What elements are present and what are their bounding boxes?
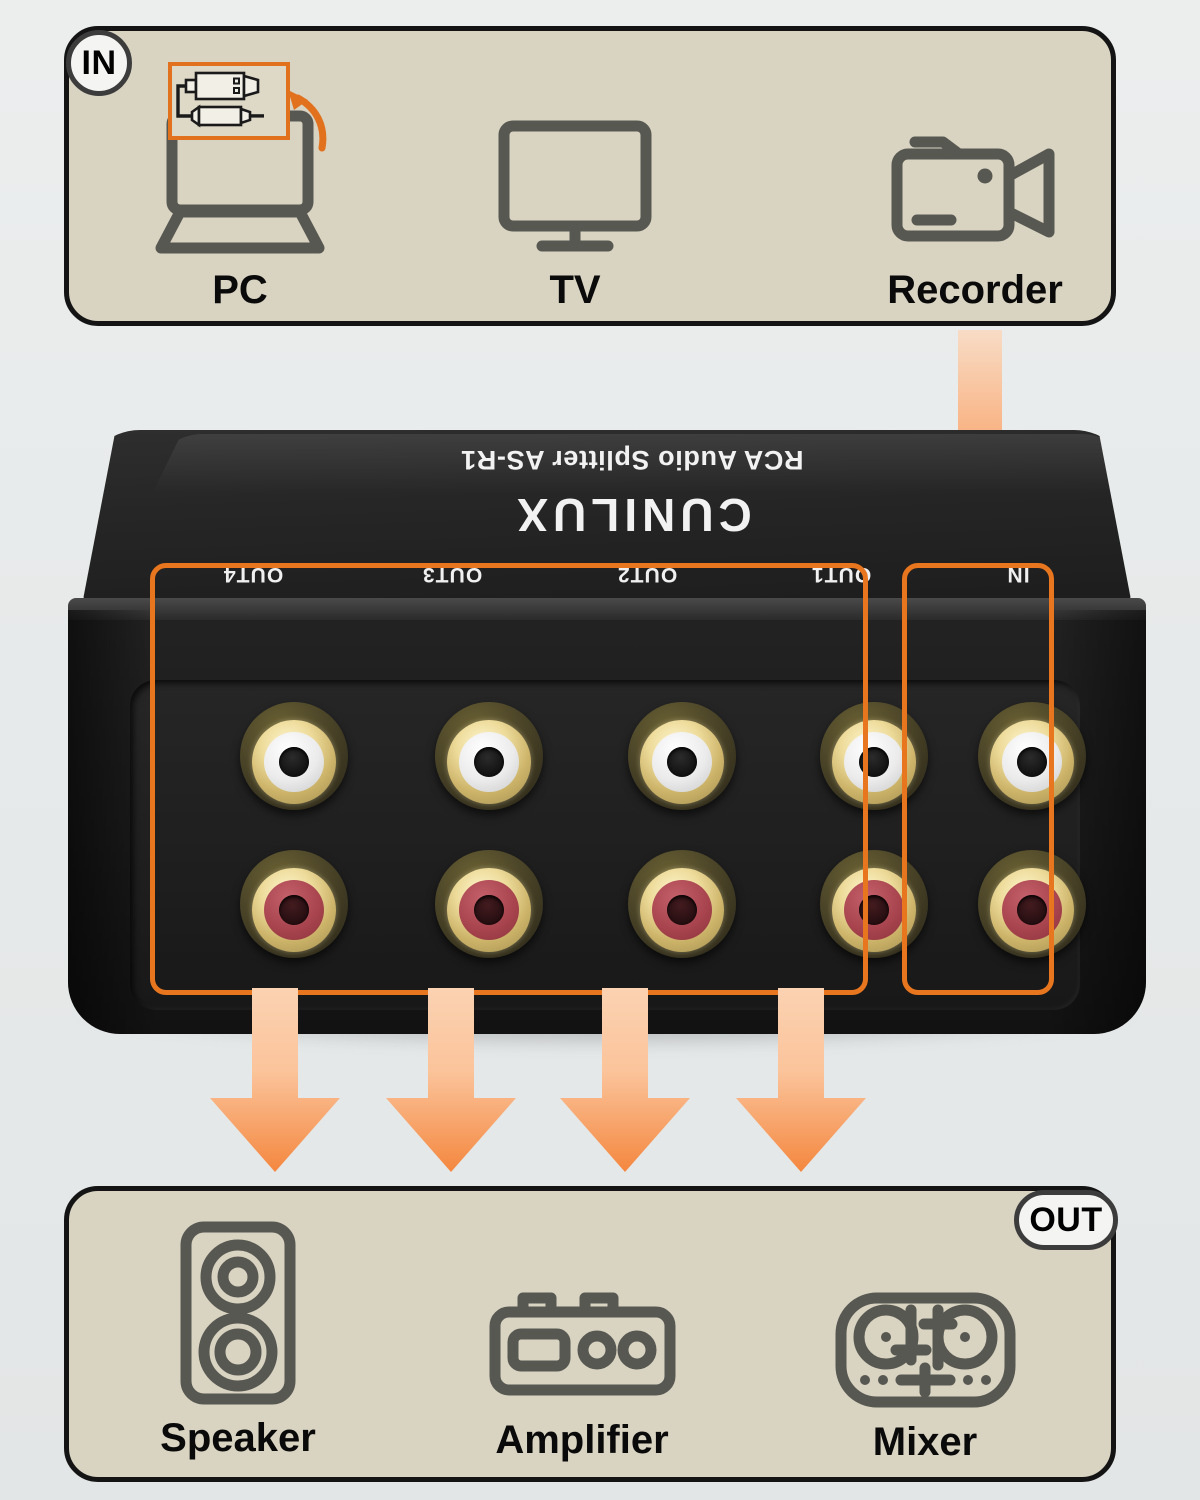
jack-gold-ring [832,868,916,952]
port-label-in: IN [1006,563,1030,586]
amplifier-icon [489,1292,675,1396]
jack-insulator [459,732,519,792]
output-flow-arrow-4 [210,988,340,1172]
source-device-recorder: Recorder [845,110,1105,310]
jack-insulator [652,880,712,940]
device-front-edge [68,598,1146,620]
jack-gold-ring [447,720,531,804]
in-badge: IN [66,30,132,96]
device-label: Mixer [872,1420,978,1464]
device-top-sheen [152,434,1132,494]
jack-insulator [844,880,904,940]
curved-arrow-icon [288,90,327,152]
television-icon [498,120,652,252]
jack-gold-ring [990,720,1074,804]
jack-plate [130,680,1086,1010]
jack-insulator [652,732,712,792]
jack-out1-red[interactable] [820,850,928,958]
jack-hole [859,895,889,925]
device-label: PC [212,268,268,312]
output-flow-arrow-1 [736,988,866,1172]
jack-out4-white[interactable] [240,702,348,810]
device-label: Recorder [887,268,1063,312]
jack-hole [667,747,697,777]
jack-in-red[interactable] [978,850,1086,958]
jack-out3-white[interactable] [435,702,543,810]
jack-hole [667,895,697,925]
jack-gold-ring [447,868,531,952]
usb-rca-adapter-icon [176,71,264,128]
output-device-speaker: Speaker [118,1218,358,1458]
jack-insulator [844,732,904,792]
jack-hole [279,895,309,925]
jack-hole [1017,895,1047,925]
mixer-icon [835,1292,1015,1408]
jack-insulator [1002,732,1062,792]
device-label: TV [549,268,601,312]
output-flow-arrow-3 [386,988,516,1172]
jack-out3-red[interactable] [435,850,543,958]
usb-to-rca-adapter-callout [168,62,290,140]
jack-out2-red[interactable] [628,850,736,958]
jack-gold-ring [640,720,724,804]
device-label: Speaker [160,1416,316,1460]
video-camera-icon [891,136,1055,242]
jack-gold-ring [252,868,336,952]
jack-out2-white[interactable] [628,702,736,810]
jack-hole [474,747,504,777]
jack-insulator [264,732,324,792]
output-device-mixer: Mixer [800,1272,1050,1462]
jack-insulator [1002,880,1062,940]
jack-in-white[interactable] [978,702,1086,810]
source-device-tv: TV [455,110,695,310]
output-device-amplifier: Amplifier [452,1270,712,1460]
jack-gold-ring [252,720,336,804]
port-label-out1: OUT1 [810,563,872,586]
rca-audio-splitter-device: RCA Audio Splitter AS-R1 CUNILUX OUT4 OU… [46,430,1152,1050]
jack-insulator [459,880,519,940]
jack-gold-ring [832,720,916,804]
device-top-surface: RCA Audio Splitter AS-R1 CUNILUX [82,430,1132,605]
jack-hole [1017,747,1047,777]
jack-insulator [264,880,324,940]
port-label-out4: OUT4 [222,563,284,586]
speaker-icon [180,1221,296,1405]
jack-hole [279,747,309,777]
jack-hole [859,747,889,777]
jack-hole [474,895,504,925]
port-label-out2: OUT2 [616,563,678,586]
jack-out4-red[interactable] [240,850,348,958]
jack-out1-white[interactable] [820,702,928,810]
device-model-text: RCA Audio Splitter AS-R1 [460,445,804,475]
output-flow-arrow-2 [560,988,690,1172]
device-brand-text: CUNILUX [512,489,752,541]
port-label-out3: OUT3 [421,563,483,586]
out-badge: OUT [1014,1190,1118,1250]
device-label: Amplifier [495,1418,669,1462]
jack-gold-ring [990,868,1074,952]
jack-gold-ring [640,868,724,952]
